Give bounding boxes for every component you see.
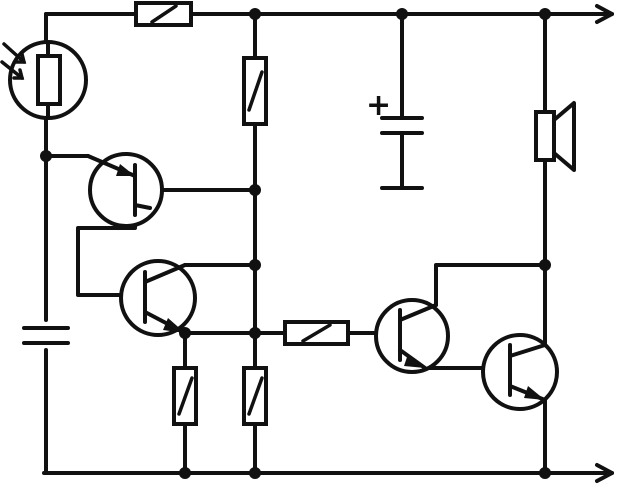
resistor-center-upper bbox=[242, 56, 268, 126]
capacitor bbox=[22, 326, 70, 345]
output-lead-top bbox=[595, 4, 614, 24]
transistor-t4 bbox=[481, 333, 559, 411]
resistor-bias-series bbox=[283, 320, 350, 346]
resistor-top bbox=[134, 1, 193, 27]
resistor-center-lower bbox=[242, 366, 268, 426]
photoresistor bbox=[0, 40, 88, 120]
battery-polarity-label: + bbox=[366, 88, 391, 123]
light-ray-icon bbox=[2, 42, 26, 64]
light-ray-arrowhead bbox=[12, 68, 25, 80]
battery: + bbox=[366, 88, 424, 190]
speaker-icon bbox=[534, 101, 576, 172]
transistor-t3 bbox=[374, 298, 450, 374]
photoresistor-element bbox=[36, 54, 62, 106]
t3-collector-wire bbox=[434, 263, 547, 307]
light-ray-icon bbox=[0, 60, 24, 80]
wires bbox=[42, 4, 614, 483]
transistor-t1 bbox=[86, 152, 164, 228]
transistor-t2 bbox=[119, 259, 197, 337]
resistor-emitter-load bbox=[172, 366, 198, 426]
junction-dots bbox=[40, 8, 551, 479]
output-lead-bottom bbox=[595, 463, 614, 483]
light-ray-arrowhead bbox=[14, 52, 27, 64]
